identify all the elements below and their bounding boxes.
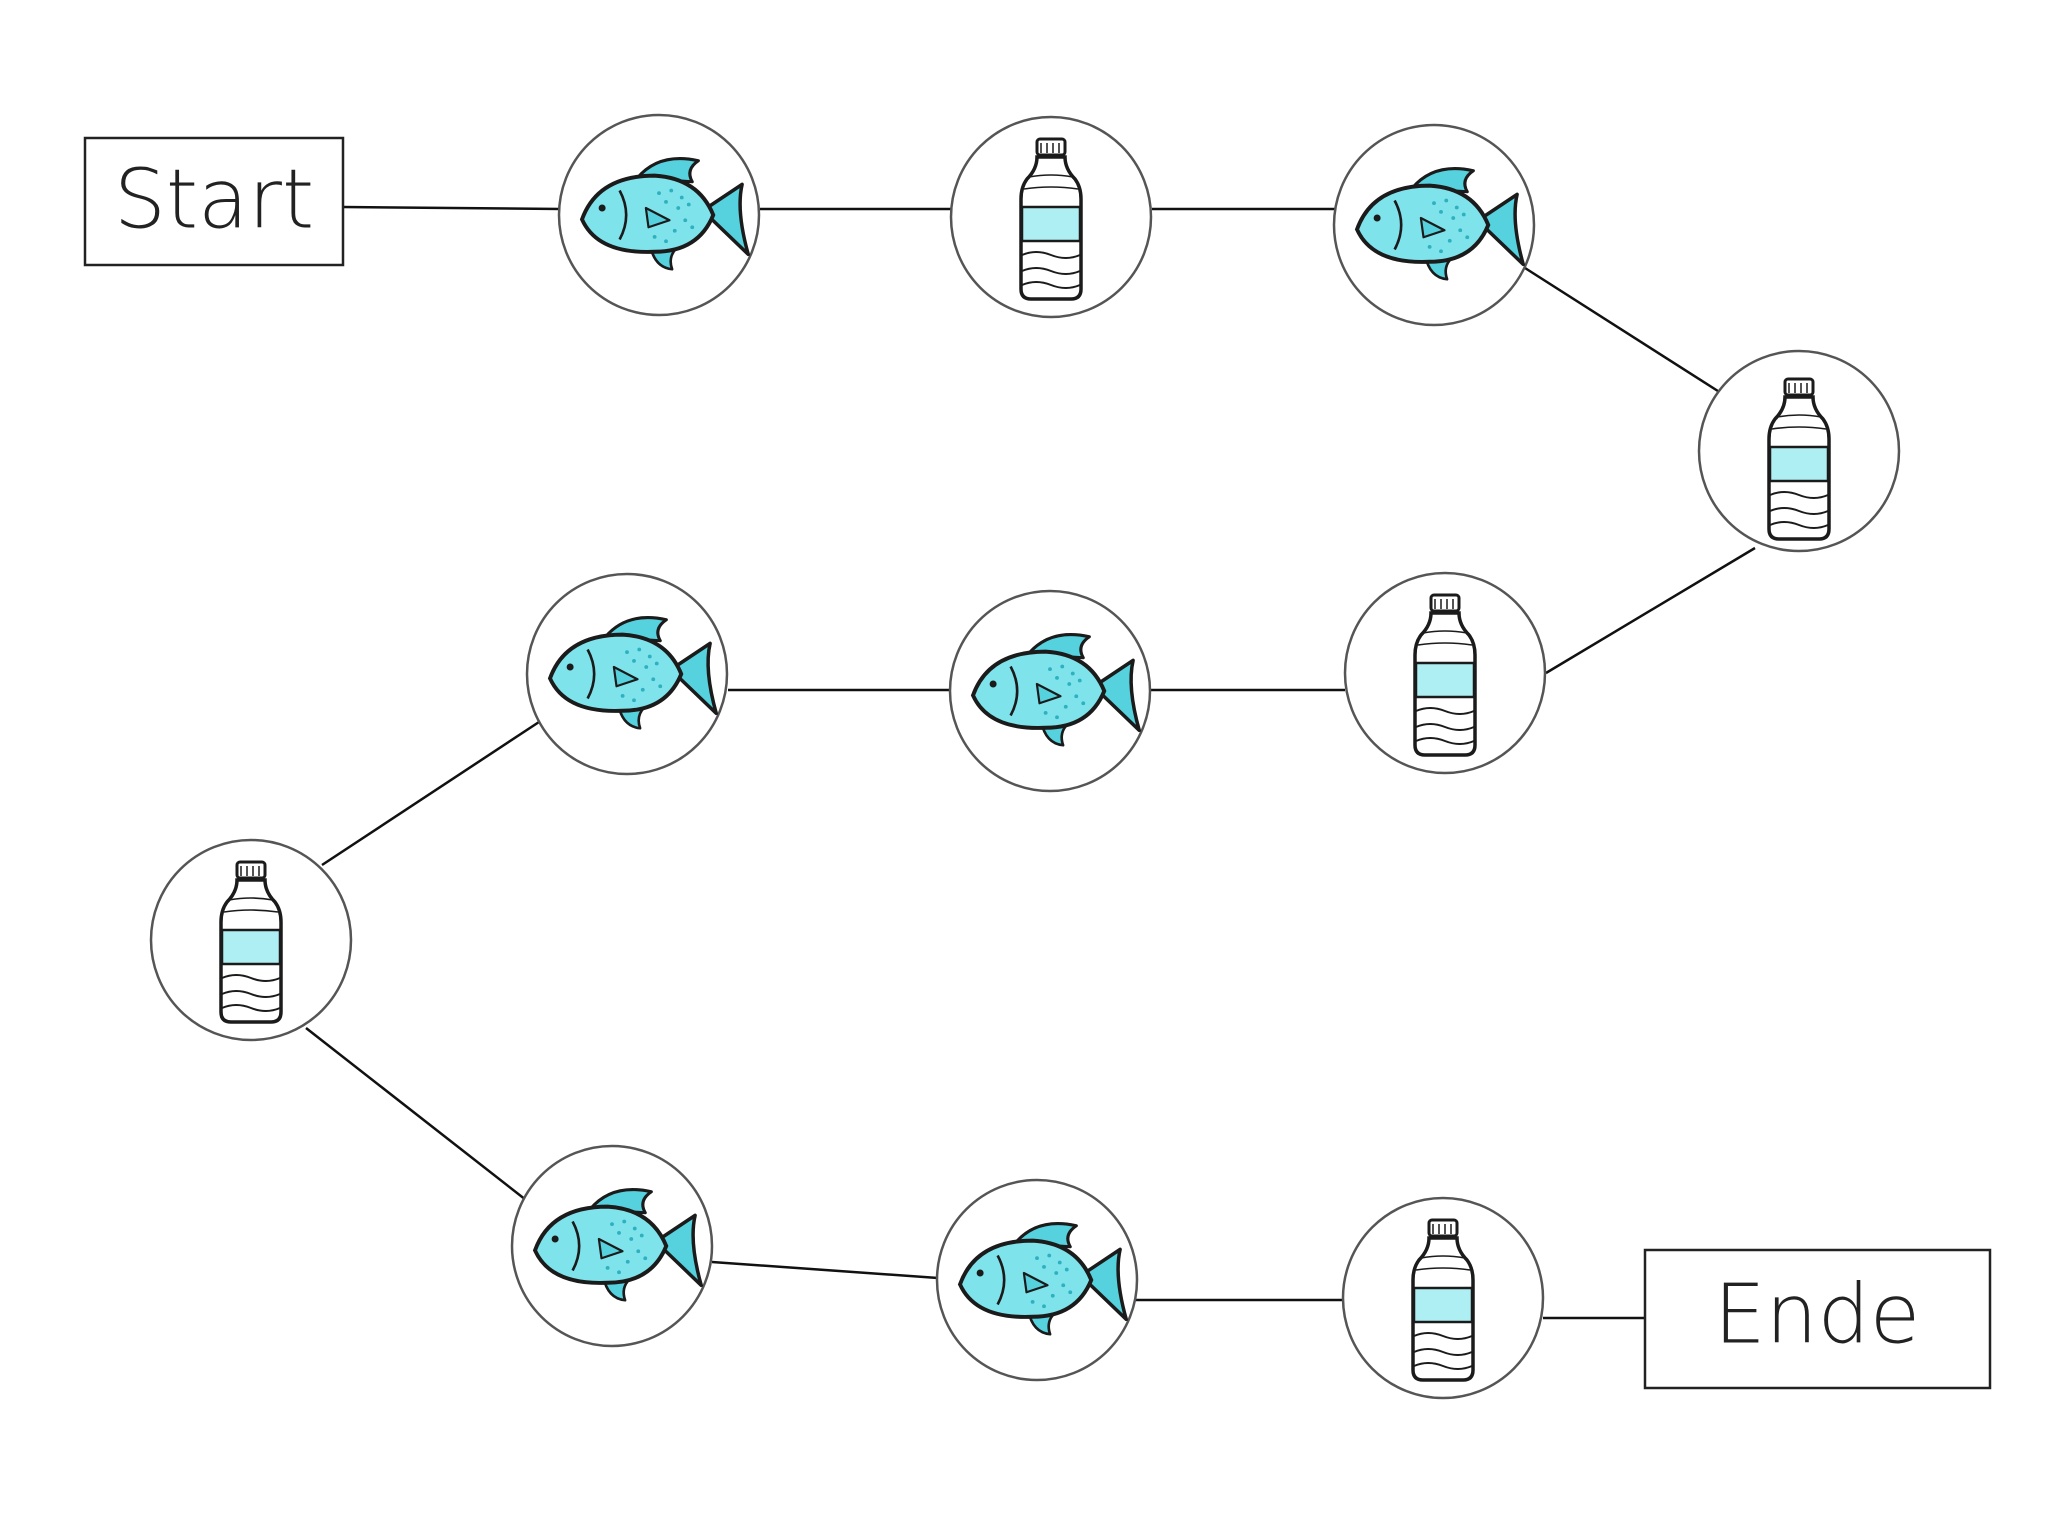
path-space-3 xyxy=(1332,123,1536,327)
end-label: Ende xyxy=(1714,1268,1920,1363)
path-space-5 xyxy=(1343,571,1547,775)
path-space-10 xyxy=(935,1178,1139,1382)
connector-start-1 xyxy=(342,205,562,211)
path-space-4 xyxy=(1697,349,1901,553)
start-box: Start xyxy=(83,136,345,267)
connector-8-9 xyxy=(305,1027,527,1201)
path-nodes xyxy=(149,113,1901,1400)
path-space-1 xyxy=(557,113,761,317)
path-connectors xyxy=(305,205,1756,1320)
path-space-7 xyxy=(525,572,729,776)
path-space-11 xyxy=(1341,1196,1545,1400)
end-box: Ende xyxy=(1643,1248,1992,1390)
start-label: Start xyxy=(114,153,314,248)
path-space-8 xyxy=(149,838,353,1042)
path-space-2 xyxy=(949,115,1153,319)
path-space-9 xyxy=(510,1144,714,1348)
connector-9-10 xyxy=(711,1260,939,1280)
connector-3-4 xyxy=(1524,266,1722,395)
connector-7-8 xyxy=(321,720,540,867)
path-space-6 xyxy=(948,589,1152,793)
connector-4-5 xyxy=(1545,546,1756,675)
